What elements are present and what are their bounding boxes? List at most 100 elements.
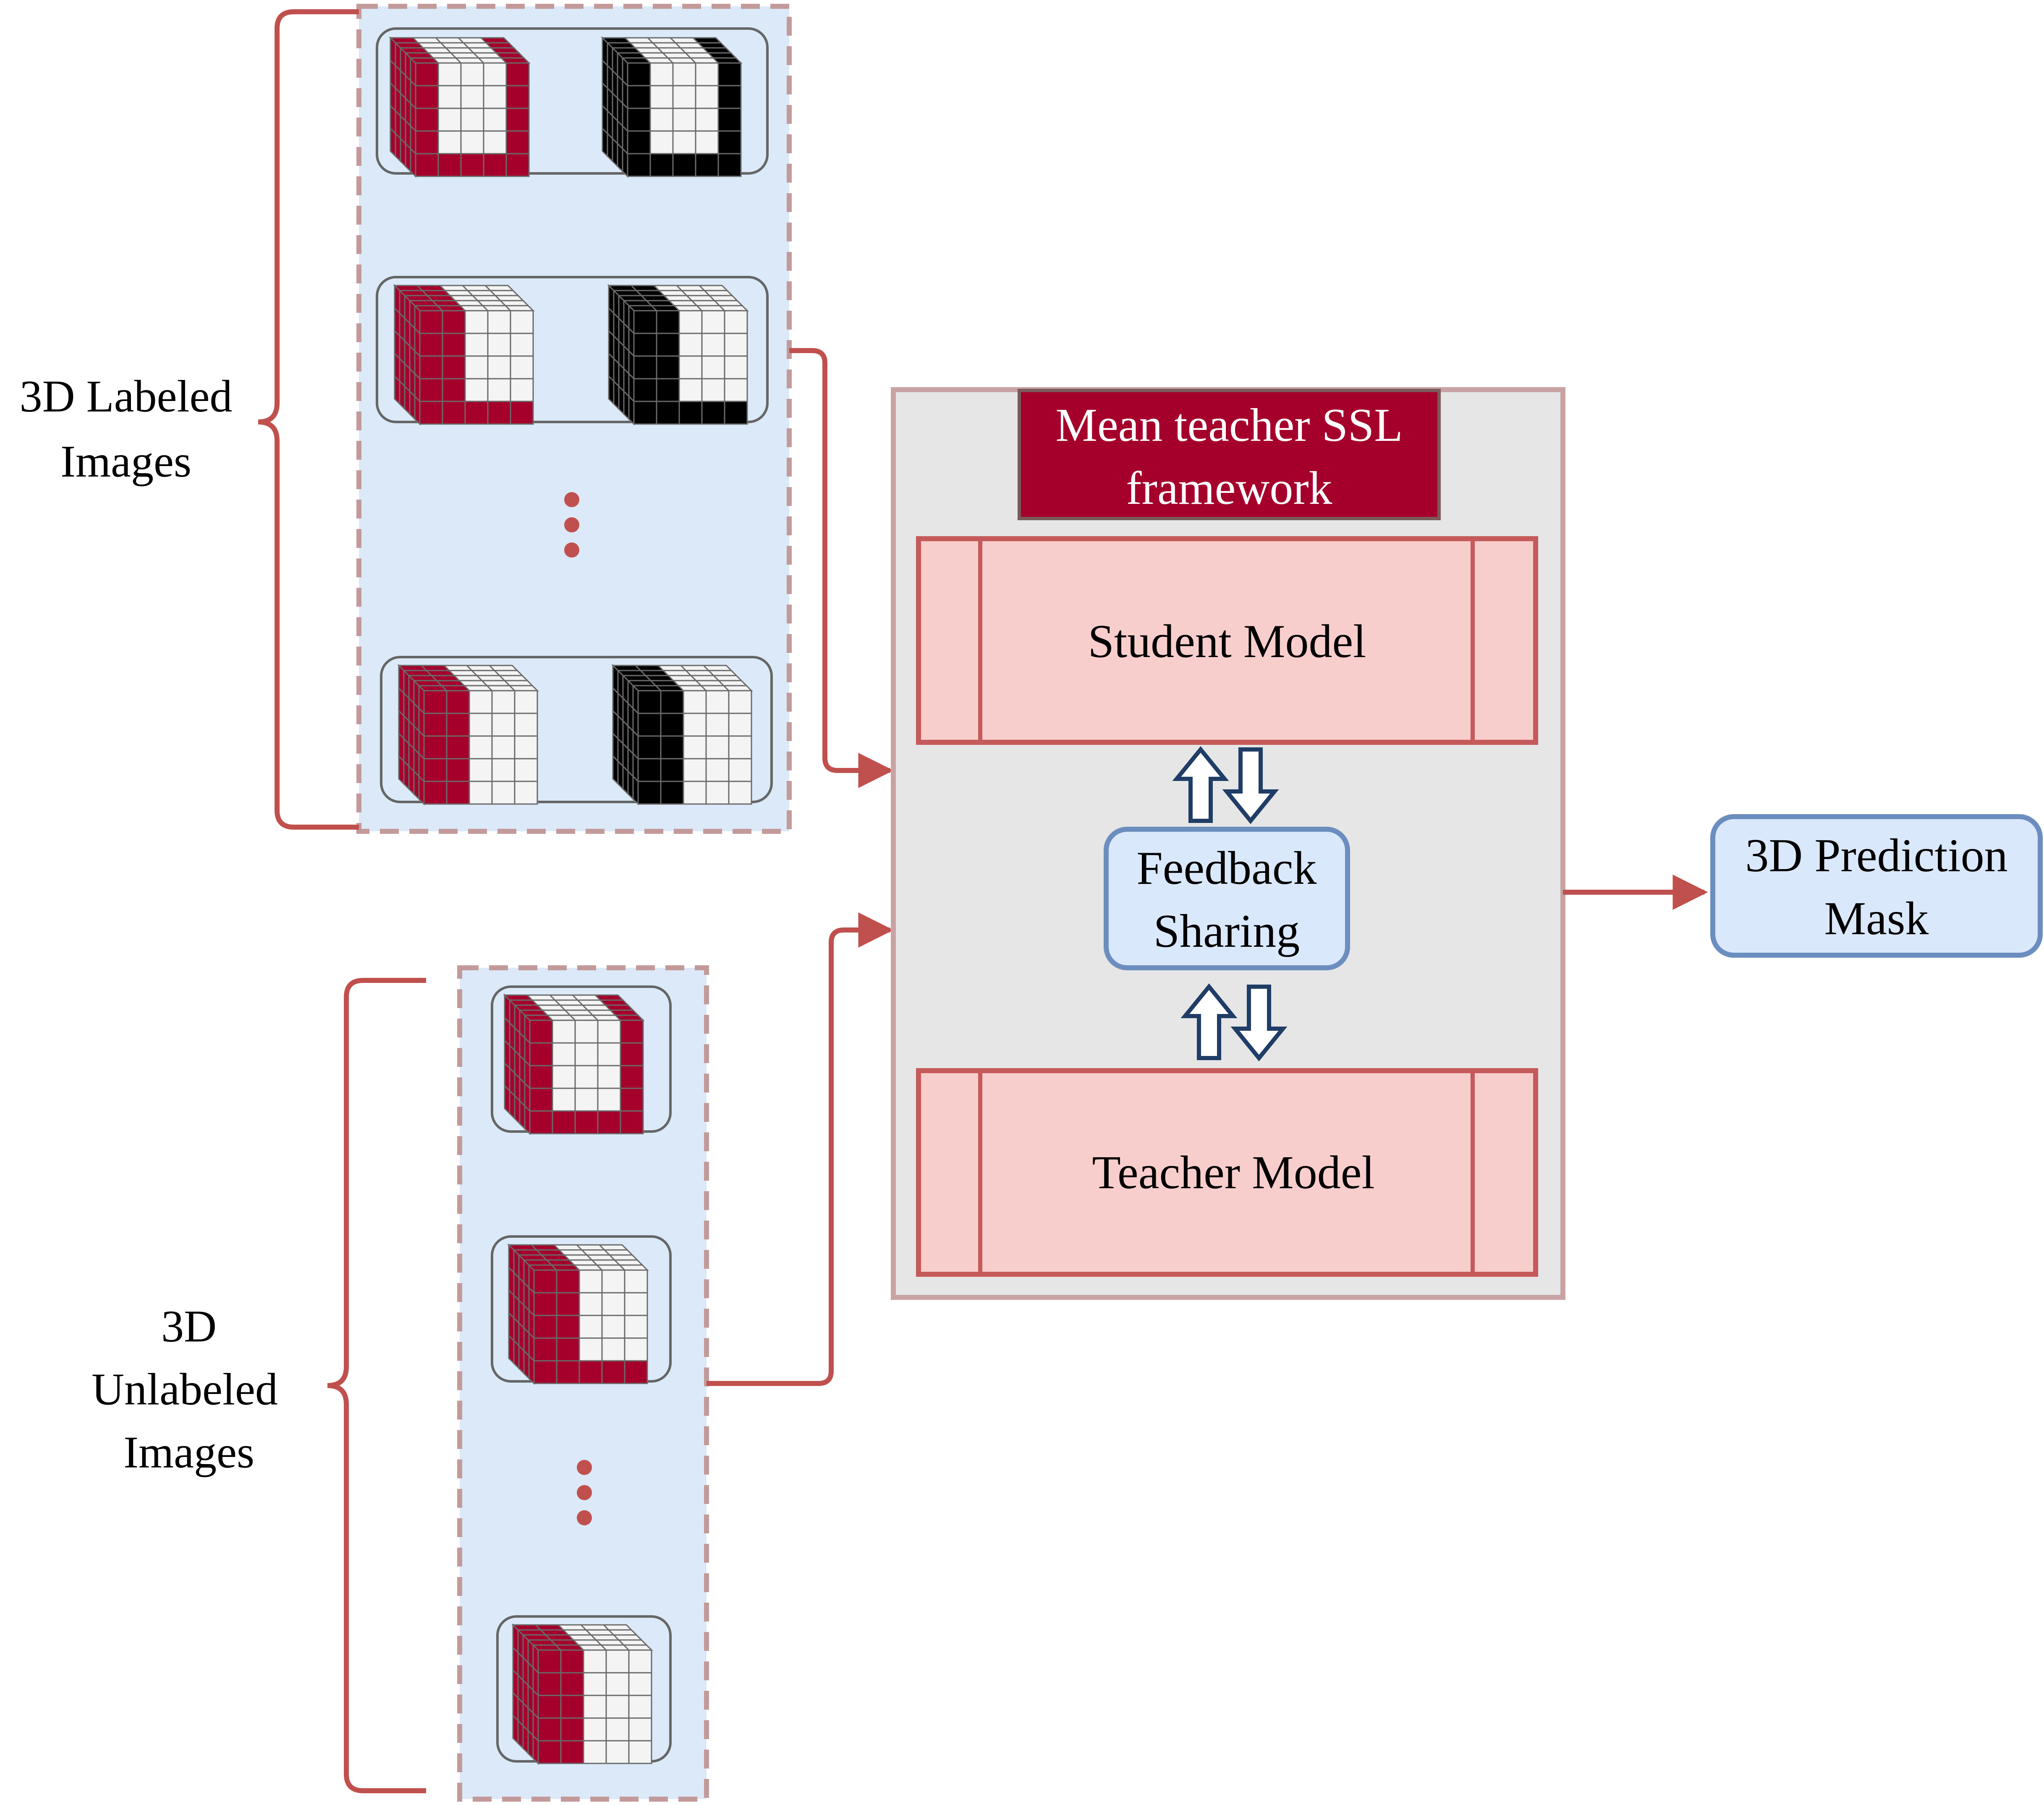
voxel-front: [695, 153, 719, 177]
voxel-front: [415, 85, 439, 109]
voxel-front: [597, 1087, 621, 1112]
voxel-side: [628, 395, 635, 426]
voxel-front: [660, 735, 684, 760]
voxel-front: [601, 1292, 626, 1316]
voxel-top: [489, 290, 520, 296]
feedback-sharing-line1: Feedback: [1136, 842, 1316, 894]
voxel-front: [415, 153, 439, 177]
voxel-side: [519, 1099, 526, 1130]
voxel-front: [415, 107, 439, 132]
voxel-front: [446, 735, 470, 760]
voxel-top: [614, 1014, 645, 1021]
voxel-front: [560, 1672, 584, 1696]
voxel-front: [627, 153, 651, 177]
voxel-top: [494, 295, 525, 301]
voxel-front: [514, 735, 538, 760]
voxel-front: [537, 1695, 562, 1719]
voxel-top: [604, 1004, 635, 1011]
voxel-front: [460, 85, 484, 109]
voxel-front: [437, 85, 462, 109]
unlabeled-image-cube-2: [507, 1243, 649, 1385]
voxel-front: [628, 1740, 652, 1764]
voxel-front: [624, 1292, 648, 1316]
voxel-front: [464, 401, 489, 425]
voxel-front: [437, 130, 462, 155]
voxel-front: [628, 1649, 652, 1674]
voxel-front: [627, 107, 651, 132]
voxel-top: [718, 305, 749, 312]
voxel-top: [691, 37, 722, 44]
voxel-front: [724, 333, 748, 357]
voxel-top: [612, 1634, 643, 1641]
voxel-front: [574, 1019, 599, 1044]
voxel-front: [637, 758, 662, 782]
feedback-arrows-top: [1172, 746, 1279, 824]
voxel-side: [405, 142, 411, 173]
voxel-top: [613, 1259, 644, 1266]
voxel-front: [660, 713, 684, 737]
voxel-front: [460, 62, 484, 86]
voxel-front: [578, 1360, 603, 1384]
voxel-front: [637, 735, 662, 760]
voxel-top: [707, 52, 738, 59]
voxel-front: [446, 758, 470, 782]
teacher-model-label: Teacher Model: [1092, 1147, 1374, 1199]
voxel-front: [491, 713, 516, 737]
voxel-front: [574, 1110, 599, 1134]
voxel-front: [483, 153, 507, 177]
voxel-front: [583, 1695, 607, 1719]
voxel-front: [660, 758, 684, 782]
unlabeled-images-label-line1: 3D: [161, 1302, 217, 1352]
voxel-front: [583, 1717, 607, 1742]
voxel-front: [717, 153, 742, 177]
voxel-front: [483, 62, 507, 86]
voxel-front: [442, 355, 466, 380]
voxel-front: [705, 690, 730, 714]
voxel-top: [603, 1249, 634, 1256]
voxel-front: [597, 1019, 621, 1044]
voxel-front: [678, 310, 703, 334]
voxel-front: [624, 1360, 648, 1384]
voxel-side: [409, 390, 416, 421]
voxel-front: [728, 781, 752, 805]
unlabeled-bracket: [327, 978, 426, 1793]
voxel-side: [408, 765, 415, 796]
voxel-front: [628, 1672, 652, 1696]
teacher-model: Teacher Model: [916, 1068, 1538, 1277]
label-mask-cube-1: [601, 36, 743, 178]
voxel-front: [487, 333, 511, 357]
voxel-front: [605, 1672, 630, 1696]
labeled-bracket: [258, 9, 359, 830]
voxel-front: [656, 378, 680, 402]
voxel-top: [618, 1264, 649, 1271]
voxel-side: [622, 765, 629, 796]
voxel-front: [552, 1042, 576, 1066]
voxel-front: [656, 355, 680, 380]
voxel-front: [437, 62, 462, 86]
voxel-front: [464, 310, 489, 334]
voxel-top: [488, 665, 519, 671]
voxel-front: [620, 1065, 644, 1089]
voxel-front: [560, 1695, 584, 1719]
labeled-images-label-line2: Images: [60, 437, 191, 487]
voxel-front: [637, 781, 662, 805]
voxel-front: [468, 735, 493, 760]
voxel-front: [578, 1337, 603, 1362]
voxel-side: [395, 132, 401, 163]
voxel-front: [701, 355, 725, 380]
voxel-front: [583, 1649, 607, 1674]
voxel-side: [504, 1084, 510, 1115]
voxel-front: [446, 781, 470, 805]
voxel-front: [717, 62, 742, 86]
voxel-side: [400, 137, 406, 168]
voxel-front: [423, 713, 448, 737]
voxel-front: [560, 1717, 584, 1742]
voxel-top: [495, 52, 526, 59]
voxel-side: [518, 1344, 525, 1375]
voxel-side: [612, 137, 618, 168]
voxel-front: [724, 310, 748, 334]
voxel-top: [484, 42, 516, 49]
voxel-front: [514, 713, 538, 737]
down-arrow-icon: [1222, 747, 1279, 824]
voxel-front: [529, 1042, 553, 1066]
